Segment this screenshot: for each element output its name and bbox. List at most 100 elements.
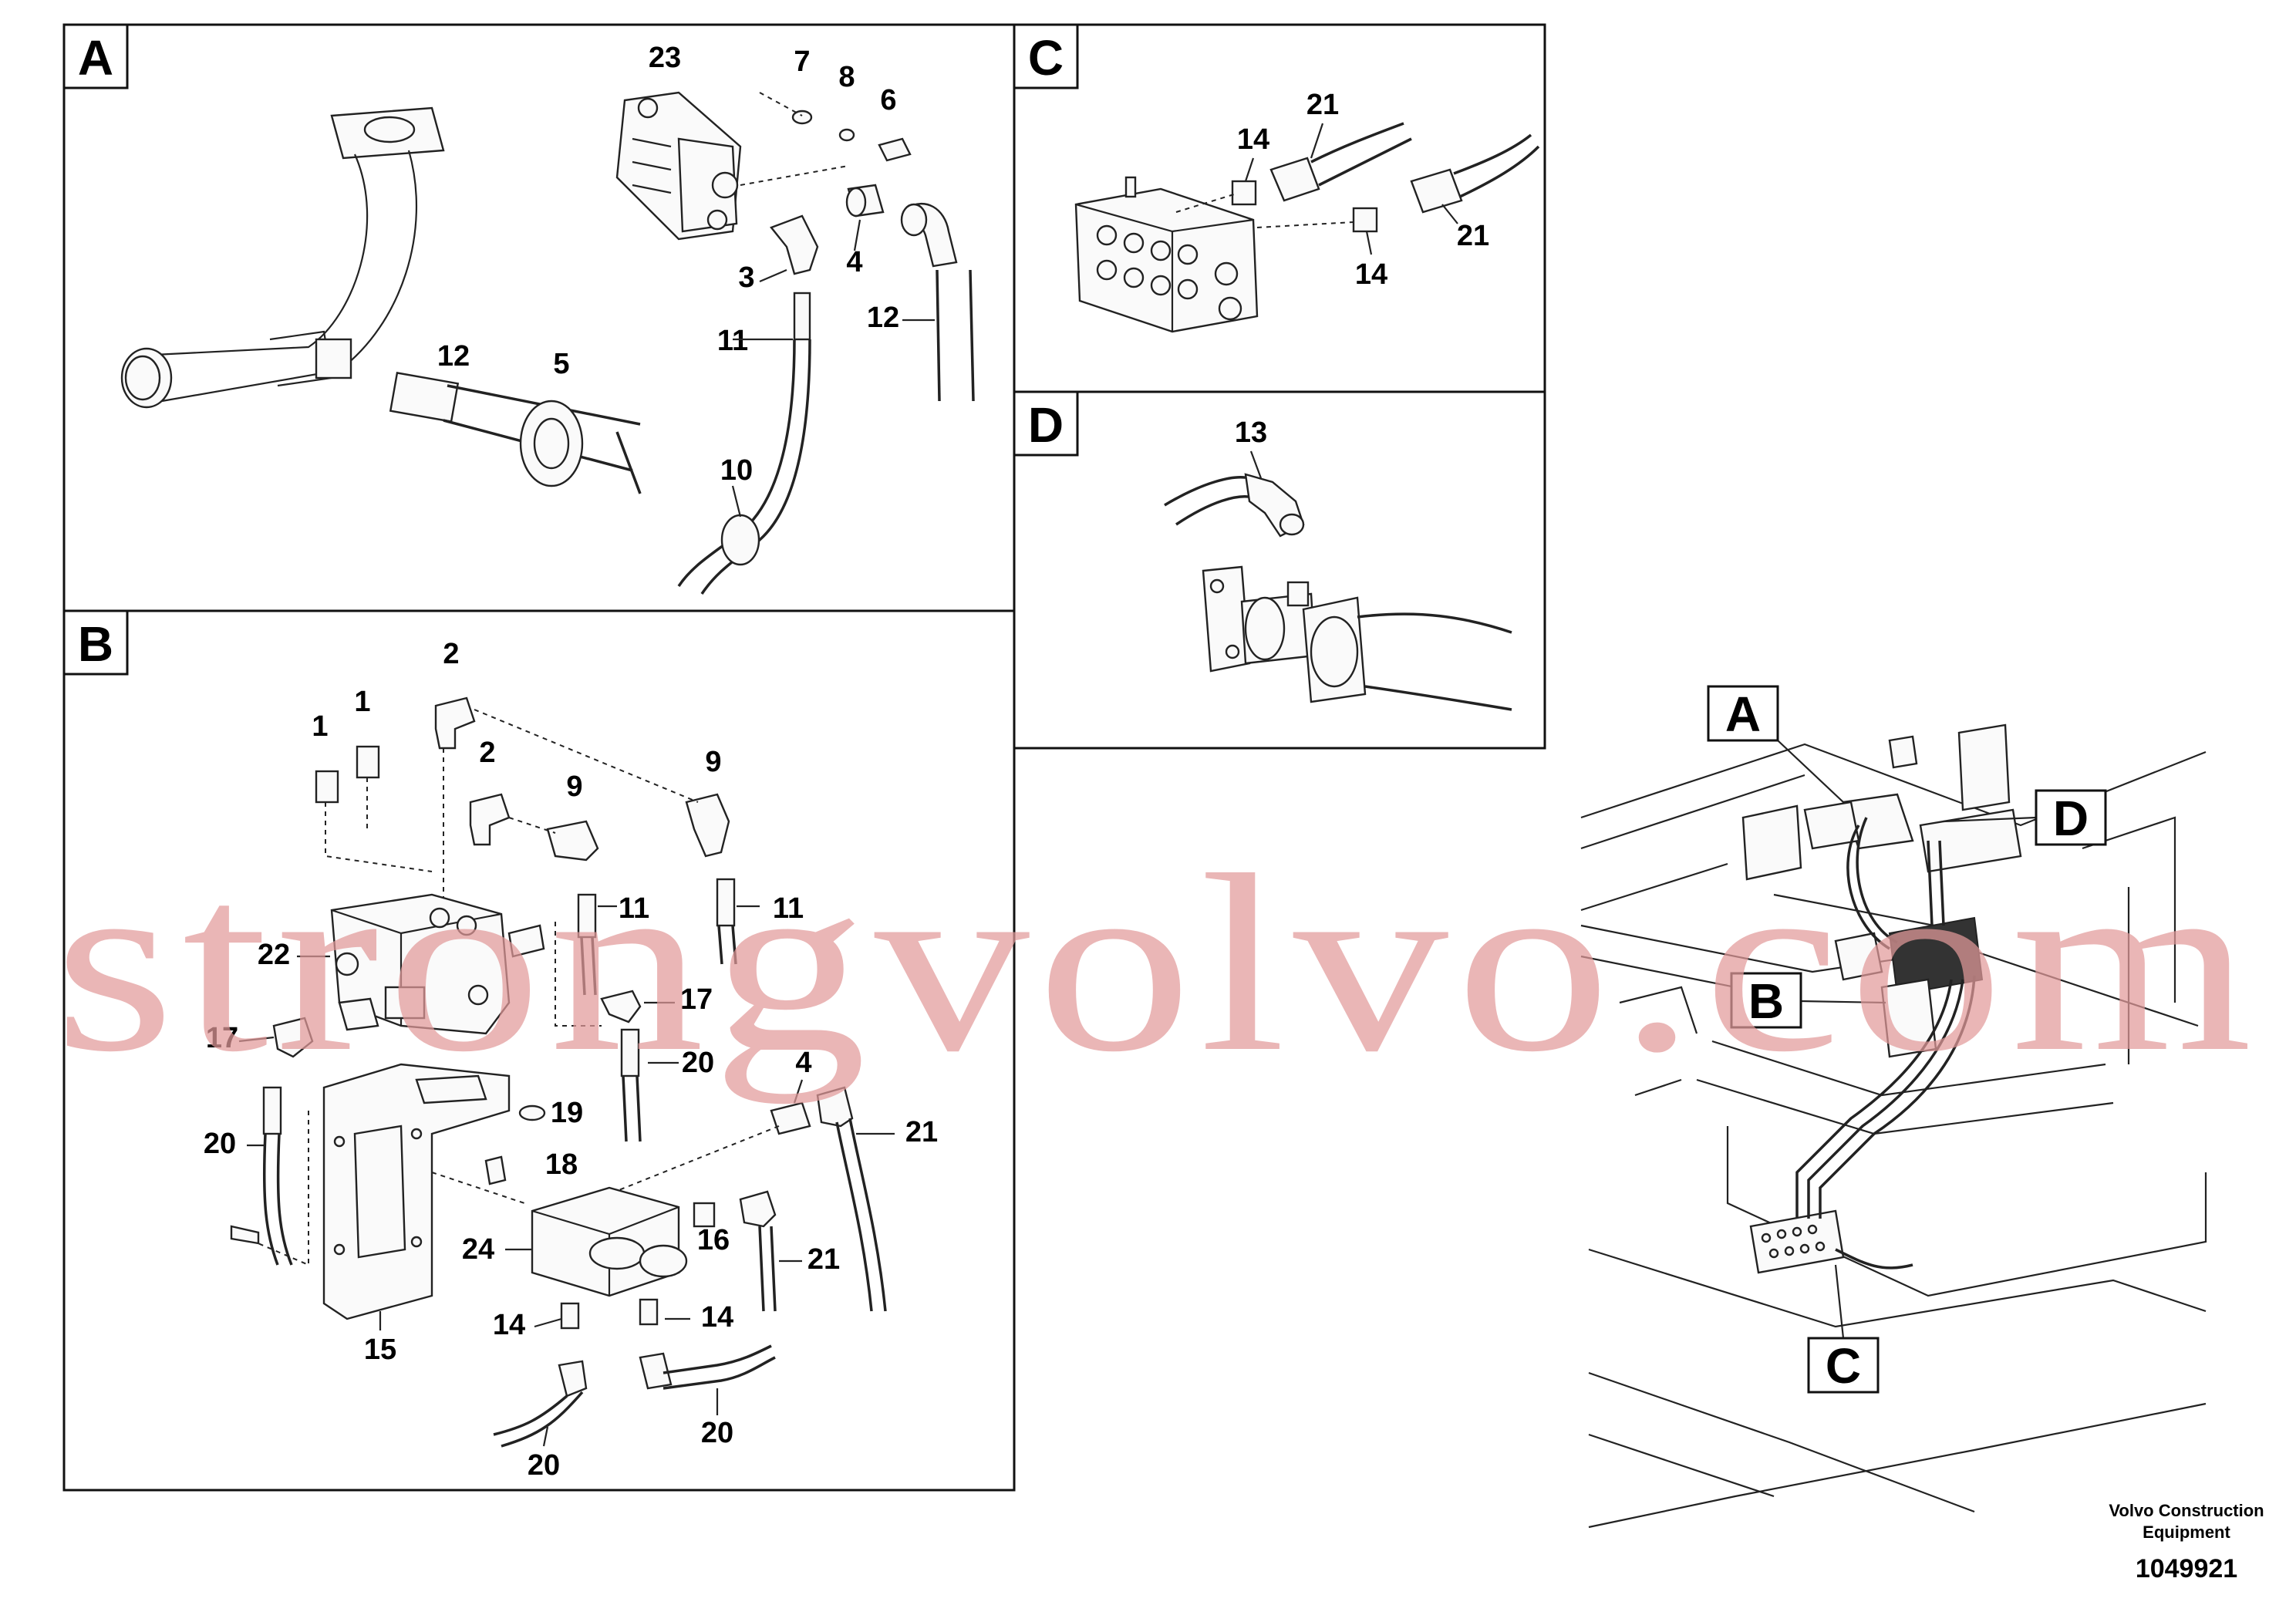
label-4: 4	[846, 246, 862, 278]
hose-end-21-right	[1410, 168, 1463, 214]
fitting-14-c-bottom	[1352, 207, 1378, 233]
panel-c: C 21 14 21 14	[1013, 23, 1546, 393]
label-2-top: 2	[443, 638, 459, 670]
label-9-left: 9	[566, 771, 582, 803]
hose-end-21-left	[1269, 157, 1320, 202]
panel-b-letter-box	[62, 609, 129, 676]
machine-overview: A D B C	[1580, 685, 2207, 1529]
callout-a-box	[1707, 685, 1779, 742]
label-12-right: 12	[867, 302, 899, 334]
label-21-center: 21	[807, 1243, 840, 1276]
fitting-17-right	[600, 990, 642, 1023]
washer-8	[838, 128, 855, 142]
fitting-14-c-top	[1231, 180, 1257, 206]
bracket-15	[230, 1063, 525, 1320]
nut-19	[518, 1104, 546, 1121]
panel-c-letter-box	[1013, 23, 1079, 89]
label-20-left: 20	[204, 1128, 236, 1160]
panel-b-frame	[62, 609, 1016, 1492]
valve-block-22	[330, 893, 545, 1035]
label-14-c-bottom: 14	[1355, 258, 1387, 291]
watermark-text: strongvolvo.com	[54, 823, 2260, 1104]
label-22: 22	[258, 939, 290, 971]
panel-a: A	[62, 23, 1016, 612]
label-11: 11	[717, 325, 748, 357]
grommet-10	[720, 514, 760, 566]
label-16: 16	[697, 1224, 730, 1256]
label-7: 7	[794, 46, 810, 78]
pipe-assembly	[120, 106, 445, 409]
washer-7	[791, 110, 813, 125]
fitting-14-right	[639, 1298, 659, 1326]
hose-end-20-left	[262, 1086, 282, 1135]
callout-c: C	[1826, 1338, 1861, 1394]
callout-d-box	[2035, 789, 2107, 846]
distribution-block-c	[1074, 176, 1259, 333]
fitting-4-b	[770, 1101, 811, 1135]
callout-b-box	[1730, 972, 1802, 1029]
panel-d-letter-box	[1013, 390, 1079, 457]
label-20-center: 20	[682, 1047, 714, 1079]
bolt-18	[484, 1155, 507, 1185]
label-6: 6	[880, 84, 896, 116]
label-13: 13	[1235, 416, 1267, 449]
label-2-mid: 2	[479, 737, 495, 769]
panel-a-frame	[62, 23, 1016, 612]
block-24	[531, 1186, 688, 1297]
label-20-bottom-left: 20	[528, 1449, 560, 1482]
label-8: 8	[838, 61, 855, 93]
callout-a: A	[1725, 686, 1761, 742]
label-15: 15	[364, 1334, 396, 1366]
pipe-with-flange-d	[1202, 565, 1512, 711]
hose-12-right	[900, 202, 975, 402]
valve-block-23	[615, 91, 742, 241]
panel-d-frame	[1013, 390, 1546, 750]
hose-11	[677, 292, 811, 595]
callout-b: B	[1748, 973, 1784, 1029]
fittings-top	[315, 696, 730, 910]
fitting-16	[693, 1202, 716, 1228]
fitting-17-left	[272, 1017, 314, 1058]
hose-end-20-center	[620, 1028, 640, 1077]
label-1-left: 1	[312, 710, 328, 743]
label-12-left: 12	[437, 340, 470, 373]
fitting-14-left	[560, 1302, 580, 1330]
bolt-6	[878, 137, 912, 162]
label-3: 3	[738, 261, 754, 294]
company-name-line2: Equipment	[2143, 1523, 2230, 1542]
callout-c-box	[1807, 1337, 1880, 1394]
label-24: 24	[462, 1233, 494, 1266]
label-21-right: 21	[905, 1116, 938, 1148]
company-name-line1: Volvo Construction	[2109, 1501, 2264, 1520]
label-19: 19	[551, 1097, 583, 1129]
hose-13	[1164, 473, 1305, 538]
hose-end-11b	[716, 878, 736, 927]
label-10: 10	[720, 454, 753, 487]
label-4-b: 4	[795, 1047, 811, 1079]
label-14-c-top: 14	[1237, 123, 1269, 156]
panel-d-letter: D	[1028, 397, 1064, 453]
label-18: 18	[545, 1148, 578, 1181]
label-5: 5	[553, 348, 569, 380]
hose-12-left	[389, 372, 642, 494]
panel-c-letter: C	[1028, 30, 1064, 86]
panel-b-letter: B	[78, 616, 113, 672]
panel-b: B	[62, 609, 1016, 1492]
label-1-right: 1	[354, 686, 370, 718]
label-14-left: 14	[493, 1309, 525, 1341]
label-11-b-right: 11	[773, 892, 804, 925]
label-17-right: 17	[680, 983, 713, 1016]
footer: Volvo Construction Equipment 1049921	[2109, 1501, 2264, 1583]
panel-a-letter: A	[78, 30, 113, 86]
label-11-b-left: 11	[619, 892, 649, 925]
label-21-c-right: 21	[1457, 220, 1489, 252]
drawing-id: 1049921	[2136, 1554, 2237, 1583]
label-9-right: 9	[705, 746, 721, 778]
label-20-bottom-right: 20	[701, 1417, 733, 1449]
callout-d: D	[2053, 791, 2089, 846]
panel-a-letter-box	[62, 23, 129, 89]
label-23: 23	[649, 42, 681, 74]
label-17-left: 17	[206, 1022, 238, 1054]
label-14-right: 14	[701, 1301, 733, 1334]
